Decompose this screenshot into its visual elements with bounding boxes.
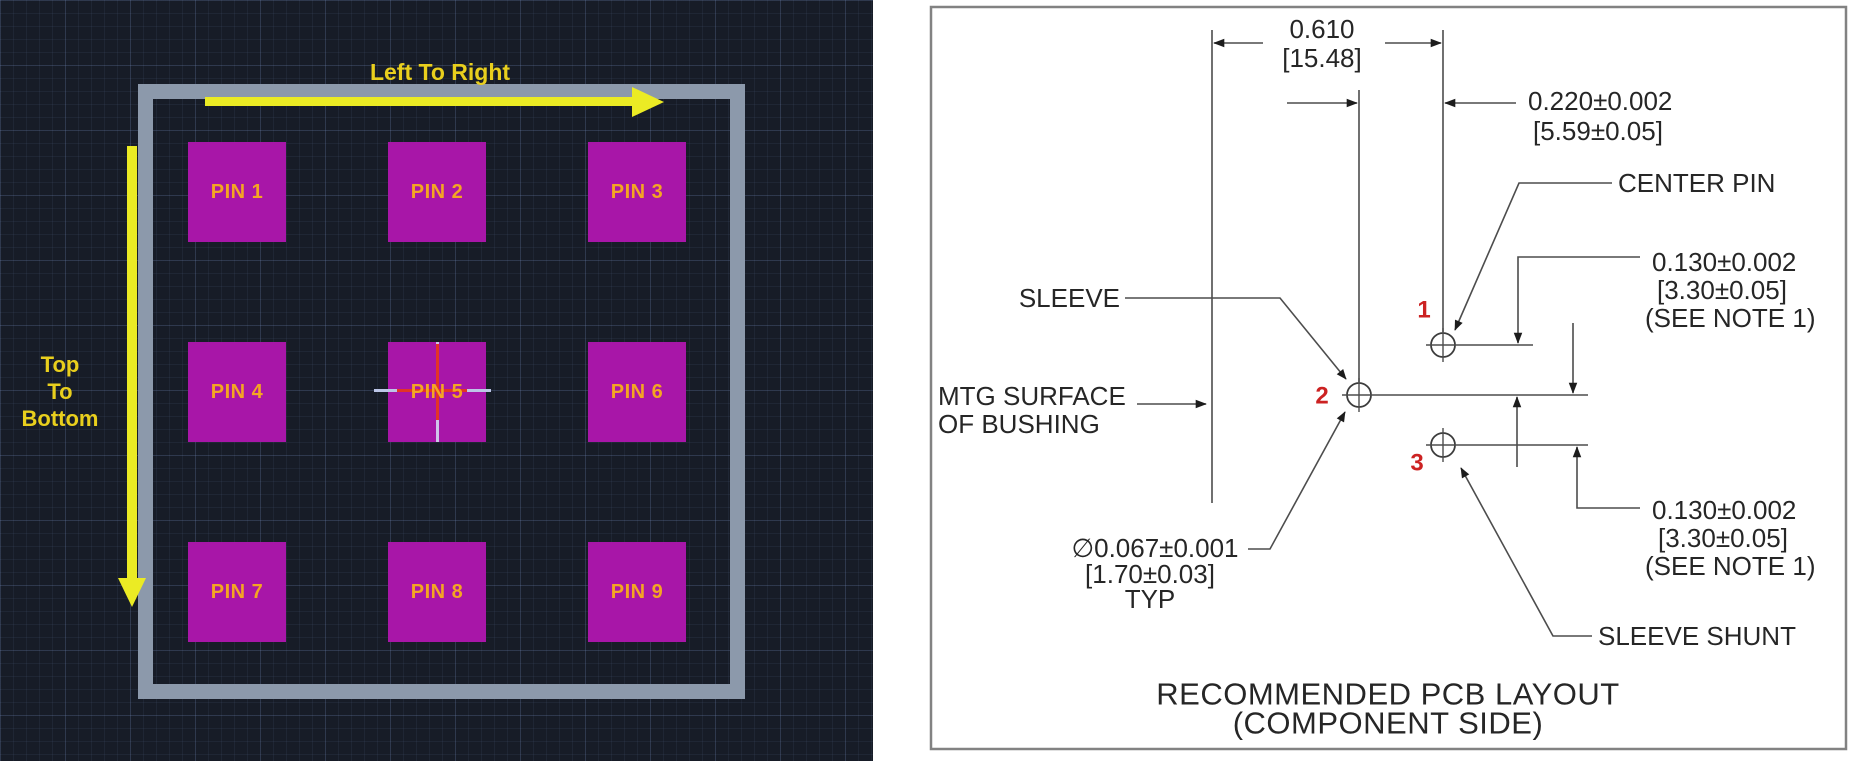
pin-pad-4[interactable]: PIN 4 bbox=[188, 342, 286, 442]
top-to-bottom-label: Top To Bottom bbox=[0, 351, 120, 432]
left-to-right-arrow-icon bbox=[632, 87, 664, 117]
pad-number-3: 3 bbox=[1410, 450, 1423, 477]
dim-offset-inch: 0.220±0.002 bbox=[1528, 86, 1672, 116]
pin-pad-7[interactable]: PIN 7 bbox=[188, 542, 286, 642]
pin-pad-6[interactable]: PIN 6 bbox=[588, 342, 686, 442]
pin-pad-8[interactable]: PIN 8 bbox=[388, 542, 486, 642]
datasheet-drawing-panel: 1 2 3 0.610 [15.48] 0.220±0.002 [5.59±0.… bbox=[873, 0, 1858, 761]
pad-1-target bbox=[1426, 328, 1460, 362]
dim-width-mm: [15.48] bbox=[1282, 43, 1362, 73]
top-to-bottom-label-line3: Bottom bbox=[21, 406, 99, 431]
mtg-surface-label-line1: MTG SURFACE bbox=[938, 381, 1126, 411]
drawing-title-line1: RECOMMENDED PCB LAYOUT bbox=[1156, 677, 1619, 712]
dim-offset-mm: [5.59±0.05] bbox=[1533, 116, 1663, 146]
dim-hole-typ: TYP bbox=[1125, 584, 1176, 614]
left-to-right-label: Left To Right bbox=[369, 59, 511, 85]
dim-upper-leader bbox=[1513, 256, 1640, 344]
pin-9-label: PIN 9 bbox=[610, 580, 664, 603]
pin-6-label: PIN 6 bbox=[610, 380, 664, 403]
sleeve-shunt-leader bbox=[1460, 467, 1592, 637]
pad-number-1: 1 bbox=[1417, 297, 1430, 324]
pin-3-label: PIN 3 bbox=[610, 180, 664, 203]
left-to-right-arrow-shaft bbox=[205, 97, 632, 106]
pad-3-target bbox=[1426, 428, 1460, 462]
dim-lower-mm: [3.30±0.05] bbox=[1658, 523, 1788, 553]
sleeve-shunt-label: SLEEVE SHUNT bbox=[1598, 621, 1796, 651]
pin-7-label: PIN 7 bbox=[210, 580, 264, 603]
component-outline-frame bbox=[138, 84, 745, 699]
sleeve-label: SLEEVE bbox=[1019, 283, 1120, 313]
dim-upper-inch: 0.130±0.002 bbox=[1652, 247, 1796, 277]
pin-5-label: PIN 5 bbox=[410, 380, 464, 403]
dim-lower-note: (SEE NOTE 1) bbox=[1645, 551, 1815, 581]
dim-hole-mm: [1.70±0.03] bbox=[1085, 559, 1215, 589]
dim-width-inch: 0.610 bbox=[1289, 14, 1354, 44]
center-pin-leader bbox=[1454, 182, 1612, 331]
pin-4-label: PIN 4 bbox=[210, 380, 264, 403]
top-to-bottom-arrow-shaft bbox=[127, 146, 137, 578]
pad-2-target bbox=[1342, 378, 1376, 412]
pin5-crosshair-vertical-red bbox=[436, 344, 439, 420]
pin5-crosshair-horizontal-red bbox=[397, 389, 467, 392]
dim-hole-inch: ∅0.067±0.001 bbox=[1071, 533, 1238, 563]
drawing-border bbox=[929, 5, 1848, 751]
dim-upper-note: (SEE NOTE 1) bbox=[1645, 303, 1815, 333]
pin-pad-2[interactable]: PIN 2 bbox=[388, 142, 486, 242]
mtg-surface-label-line2: OF BUSHING bbox=[938, 409, 1100, 439]
pin-pad-1[interactable]: PIN 1 bbox=[188, 142, 286, 242]
sleeve-leader bbox=[1125, 297, 1347, 380]
center-pin-label: CENTER PIN bbox=[1618, 168, 1775, 198]
drawing-title-line2: (COMPONENT SIDE) bbox=[1233, 706, 1544, 741]
pcb-layout-drawing: 1 2 3 0.610 [15.48] 0.220±0.002 [5.59±0.… bbox=[929, 5, 1848, 751]
hole-dia-leader bbox=[1248, 411, 1346, 550]
dim-lower-leader bbox=[1572, 446, 1640, 509]
top-to-bottom-label-line1: Top bbox=[40, 352, 80, 377]
pin-pad-3[interactable]: PIN 3 bbox=[588, 142, 686, 242]
top-to-bottom-arrow-icon bbox=[118, 578, 146, 607]
pin-2-label: PIN 2 bbox=[410, 180, 464, 203]
dim-lower-inch: 0.130±0.002 bbox=[1652, 495, 1796, 525]
pin-8-label: PIN 8 bbox=[410, 580, 464, 603]
pcb-footprint-panel: Left To Right Top To Bottom PIN 1 PIN 2 … bbox=[0, 0, 873, 761]
dim-upper-mm: [3.30±0.05] bbox=[1657, 275, 1787, 305]
top-to-bottom-label-line2: To bbox=[47, 379, 73, 404]
pin-pad-9[interactable]: PIN 9 bbox=[588, 542, 686, 642]
pin-1-label: PIN 1 bbox=[210, 180, 264, 203]
pad-number-2: 2 bbox=[1315, 383, 1328, 410]
